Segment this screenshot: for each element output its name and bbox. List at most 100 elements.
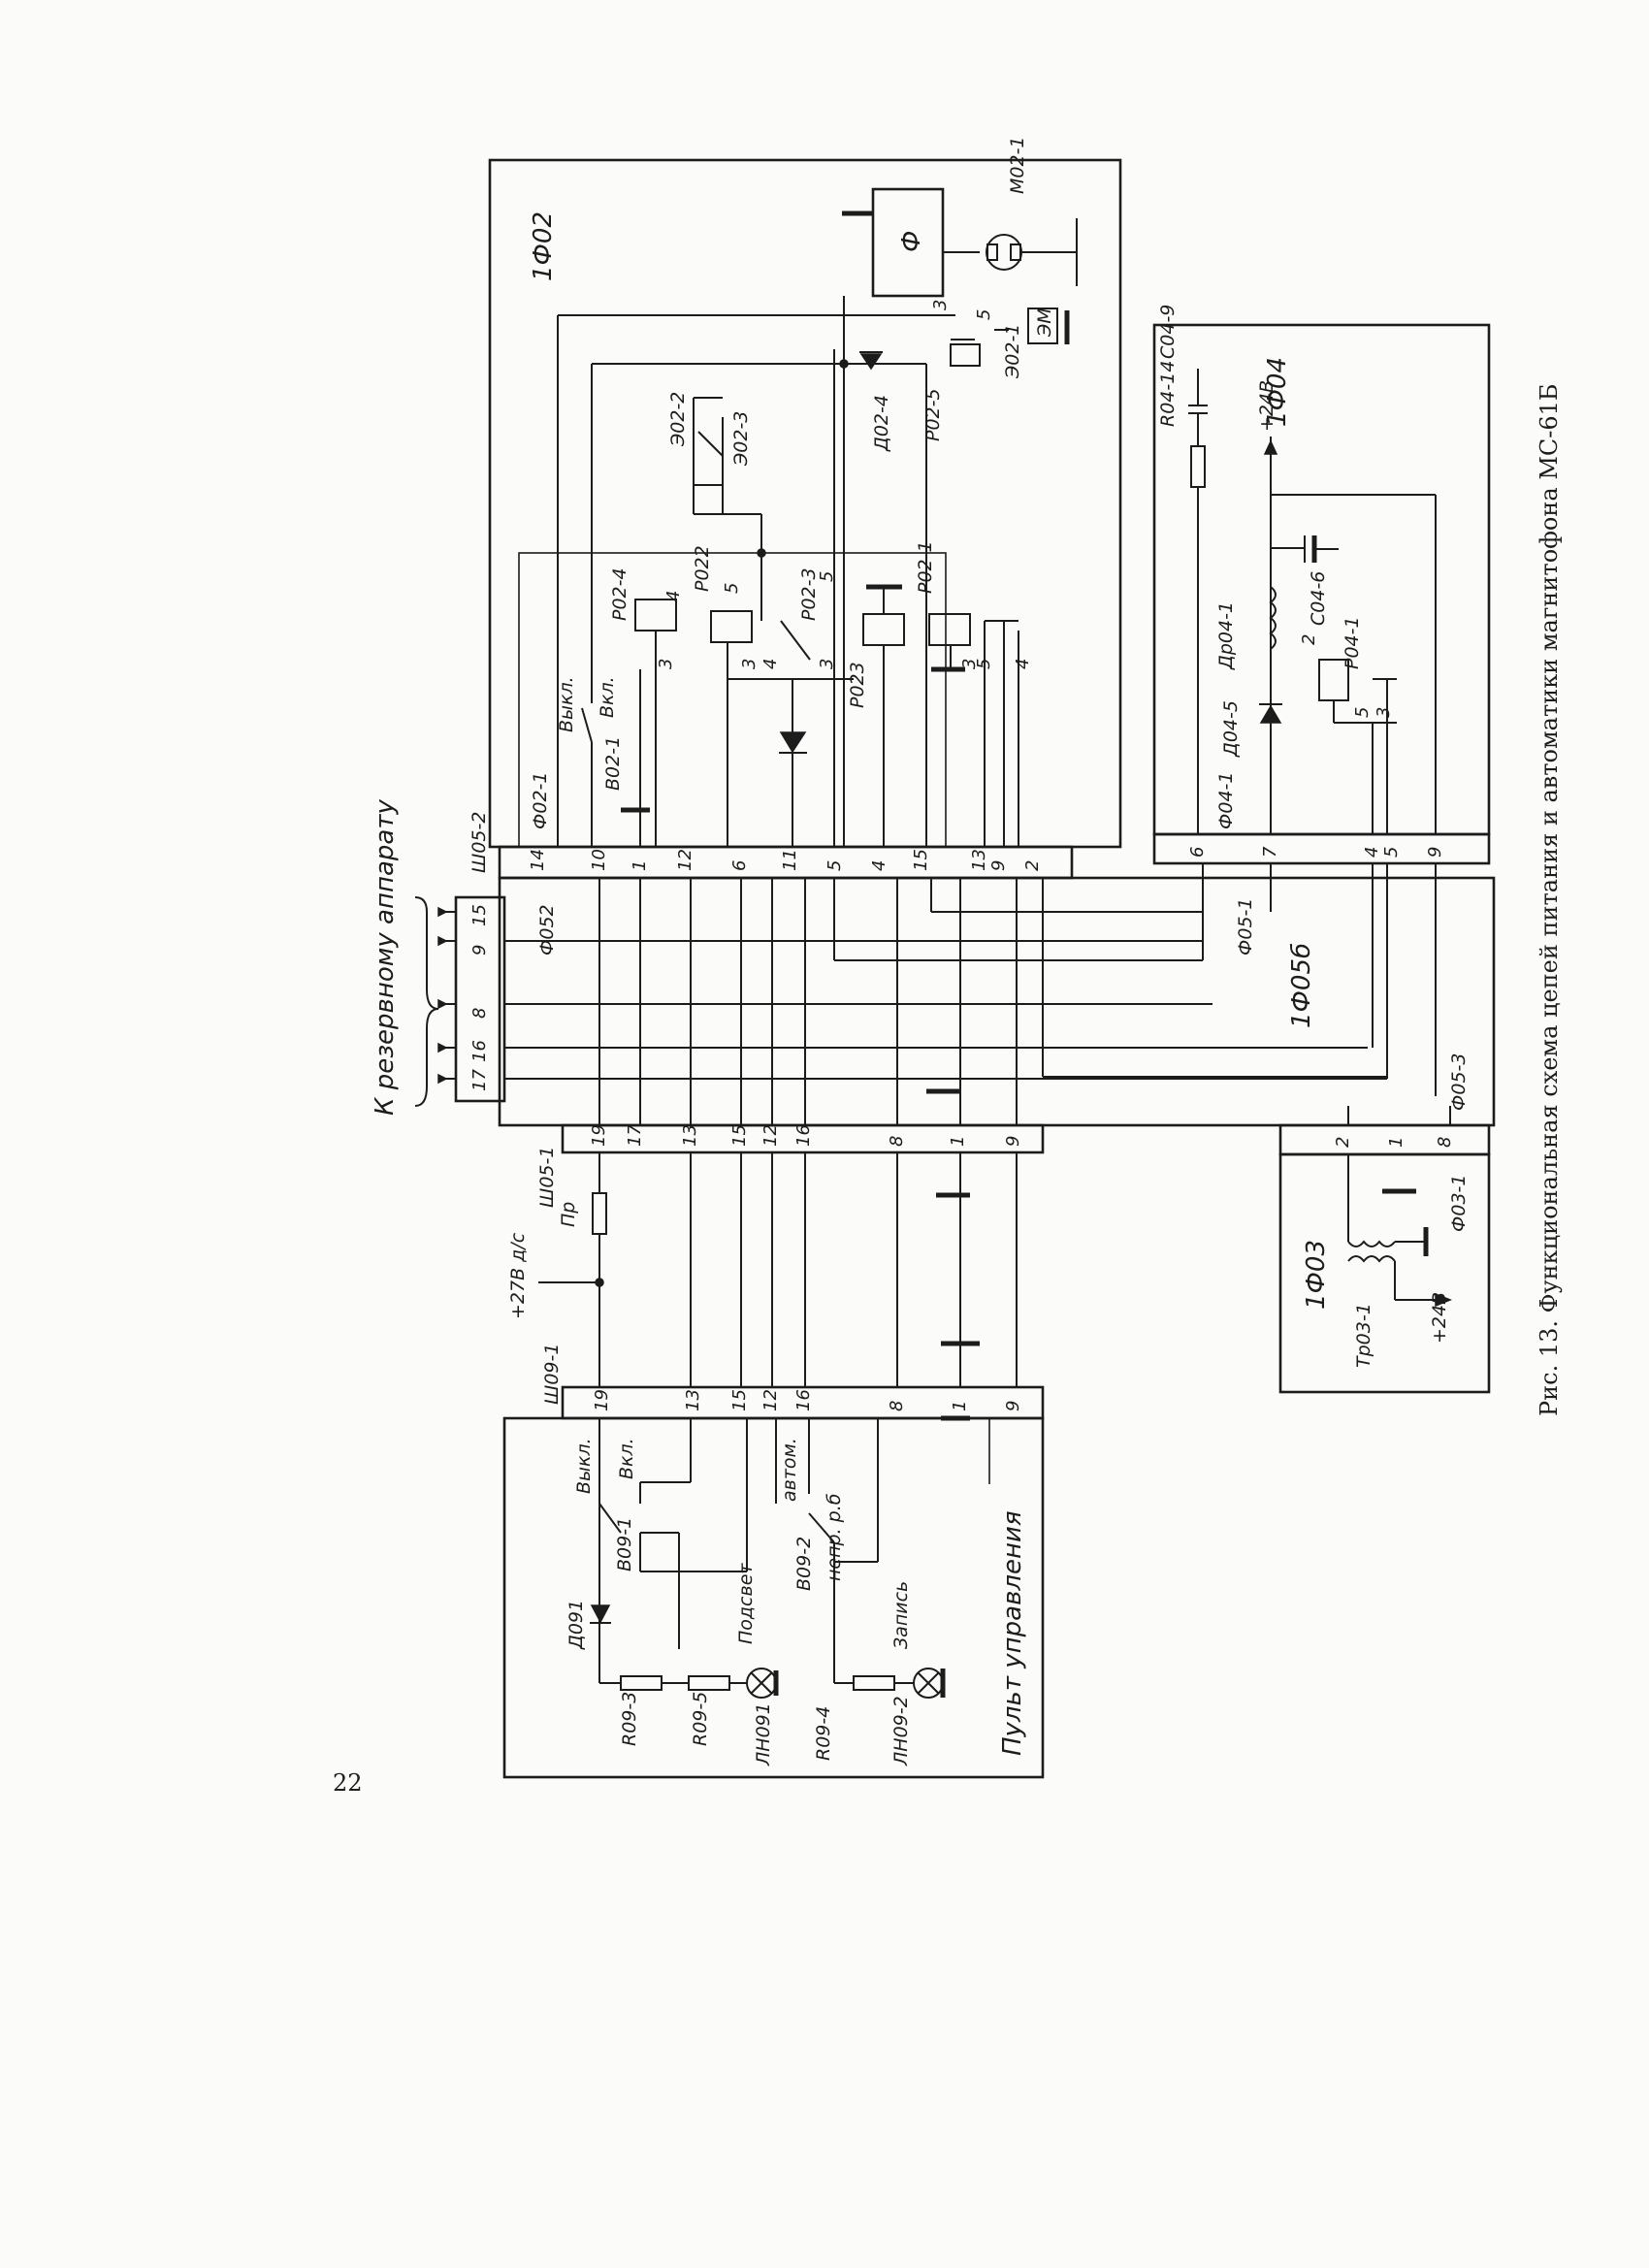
switch-blade [697,431,724,457]
lamp1-label: ЛН091 [753,1702,774,1766]
f03-connector [1278,1123,1491,1156]
lamp-cross [917,1671,940,1695]
p02-3b-label: Р023 [847,662,868,708]
d09-1-diode [590,1604,611,1624]
r09-4-resistor [853,1675,895,1691]
sh05-2-pin: 1 [630,860,650,871]
v02-1-off-label: Выкл. [556,676,577,732]
arrow-head [437,998,448,1010]
sh05-2-pin: 13 [969,849,989,871]
reserve-pin: 9 [469,945,490,956]
sh05-2-pin: 5 [824,860,845,871]
p04-1-pin: 2 [1299,634,1319,645]
sh09-1-pin: 16 [793,1389,814,1411]
r04-14-resistor [1190,445,1206,488]
to-reserve-label: К резервному аппарату [371,799,400,1116]
sh09-1-pin: 19 [592,1389,612,1411]
p02-2-label: Р022 [692,545,713,592]
f04-pin: 4 [1362,847,1382,858]
p02-5-label: Р02-5 [922,388,944,441]
c04-6-label: С04-6 [1308,571,1329,626]
f05-2-label: Ф052 [536,904,558,956]
sh05-2-pin: 12 [675,849,695,871]
page-number: 22 [333,1769,363,1797]
phi-label: Ф [897,231,926,252]
p02-3-label: Р02-3 [798,567,820,621]
arrow-head [1263,439,1278,455]
c04-9-label: С04-9 [1157,305,1179,359]
r09-5-label: R09-5 [690,1692,711,1746]
em-label: ЭМ [1034,308,1055,338]
m02-1-motor-icon [986,234,1022,271]
p02-5-pin: 3 [930,300,951,310]
connector-sh09-1-label: Ш09-1 [541,1344,563,1405]
f03-title: 1Ф03 [1302,1240,1331,1310]
motor-brush [1010,243,1021,261]
f04-connector [1152,832,1491,865]
connector-sh09-1 [561,1385,1045,1420]
f04-pin: 9 [1425,847,1445,858]
e02-1-label: Э02-1 [1002,324,1023,379]
p02-4-pin: 4 [663,591,684,601]
phi-block [871,187,945,298]
sh05-2-pin: 4 [869,860,889,871]
f04-pin: 5 [1381,847,1402,858]
f02-block [488,158,1122,849]
fuse-label: Пр [558,1202,579,1227]
p04-1-pin: 5 [1352,707,1373,718]
f03-pin: 8 [1435,1137,1455,1148]
switch-blade [581,707,593,743]
sh05-1-pin: 9 [1003,1136,1023,1147]
v09-1-off-label: Выкл. [573,1438,595,1494]
sh09-1-pin: 1 [950,1401,970,1411]
f04-1-label: Ф04-1 [1215,772,1237,829]
dr04-1-choke [1269,586,1277,650]
sh05-2-pin: 15 [911,849,931,871]
v02-1-on-label: Вкл. [597,676,618,718]
f05b-title: 1Ф05б [1287,943,1316,1028]
p04-1-label: Р04-1 [1342,616,1363,669]
reserve-pin: 16 [469,1040,490,1062]
f05-3-label: Ф05-3 [1448,1053,1470,1111]
m02-1-label: М02-1 [1007,136,1028,194]
v02-1-label: В02-1 [602,736,624,791]
p02-3-pin: 5 [817,571,837,582]
sh09-1-pin: 12 [760,1389,781,1411]
v09-2-auto-label: автом. [779,1438,800,1502]
sh05-2-pin: 9 [988,860,1009,871]
f05b-block [498,876,1496,1127]
d02-4-diode [859,353,883,371]
control-panel-title: Пульт управления [998,1510,1027,1756]
sh05-2-pin: 6 [729,860,750,871]
tr03-1-label: Тр03-1 [1353,1303,1374,1368]
f04-title: 1Ф04 [1263,357,1292,427]
switch-blade [598,1503,622,1534]
lamp2-label: ЛН09-2 [890,1696,912,1766]
p02-5-coil [950,343,981,367]
f02-1-label: Ф02-1 [530,772,551,829]
f03-1-label: Ф03-1 [1448,1175,1470,1232]
sh09-1-pin: 13 [683,1389,703,1411]
sh09-1-pin: 9 [1003,1401,1023,1411]
sh05-1-pin: 15 [729,1124,750,1147]
f03-pin: 2 [1333,1137,1353,1148]
f04-pin: 6 [1187,847,1208,858]
reserve-brace [414,896,439,1107]
record-label: Запись [890,1581,912,1649]
p02-2-pin: 5 [722,583,742,594]
e02-3-label: Э02-3 [730,411,752,467]
r09-3-resistor [620,1675,663,1691]
d02-4-label: Д02-4 [871,395,892,452]
r04-14-label: R04-14 [1157,361,1179,427]
e02-2-label: Э02-2 [667,392,689,447]
p02-4-coil [634,599,677,632]
p04-1-pin: 3 [1374,707,1394,718]
arrow-head [1435,1292,1453,1308]
p02-1-coil [928,613,971,646]
p02-2-pin: 4 [760,659,781,669]
v09-1-label: В09-1 [614,1517,635,1571]
d09-1-label: Д091 [566,1600,587,1650]
p02-4-label: Р02-4 [609,567,630,621]
plus24-f03-label: +24В [1429,1292,1450,1344]
fuse [592,1192,607,1235]
